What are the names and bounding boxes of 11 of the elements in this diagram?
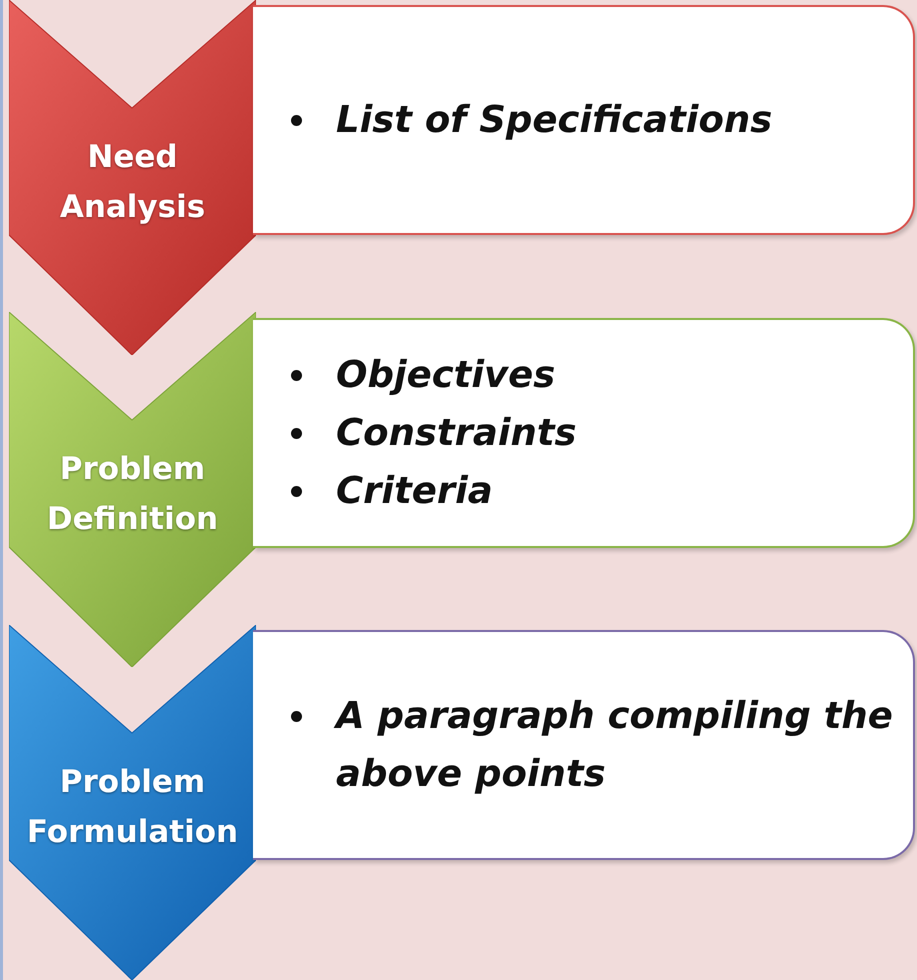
bullet-item: Criteria	[336, 468, 493, 514]
content-panel	[253, 318, 915, 548]
bullet-item: List of Specifications	[336, 97, 772, 143]
content-panel	[253, 630, 915, 860]
content-panel	[253, 5, 915, 235]
step-label: Problem Formulation	[26, 763, 240, 852]
step-label: Problem Definition	[46, 450, 220, 539]
step-label: Need Analysis	[58, 138, 206, 227]
bullet-item: Objectives	[336, 352, 556, 398]
bullet-item: Constraints	[336, 410, 577, 456]
bullet-item: A paragraph compiling the above points	[336, 687, 893, 803]
